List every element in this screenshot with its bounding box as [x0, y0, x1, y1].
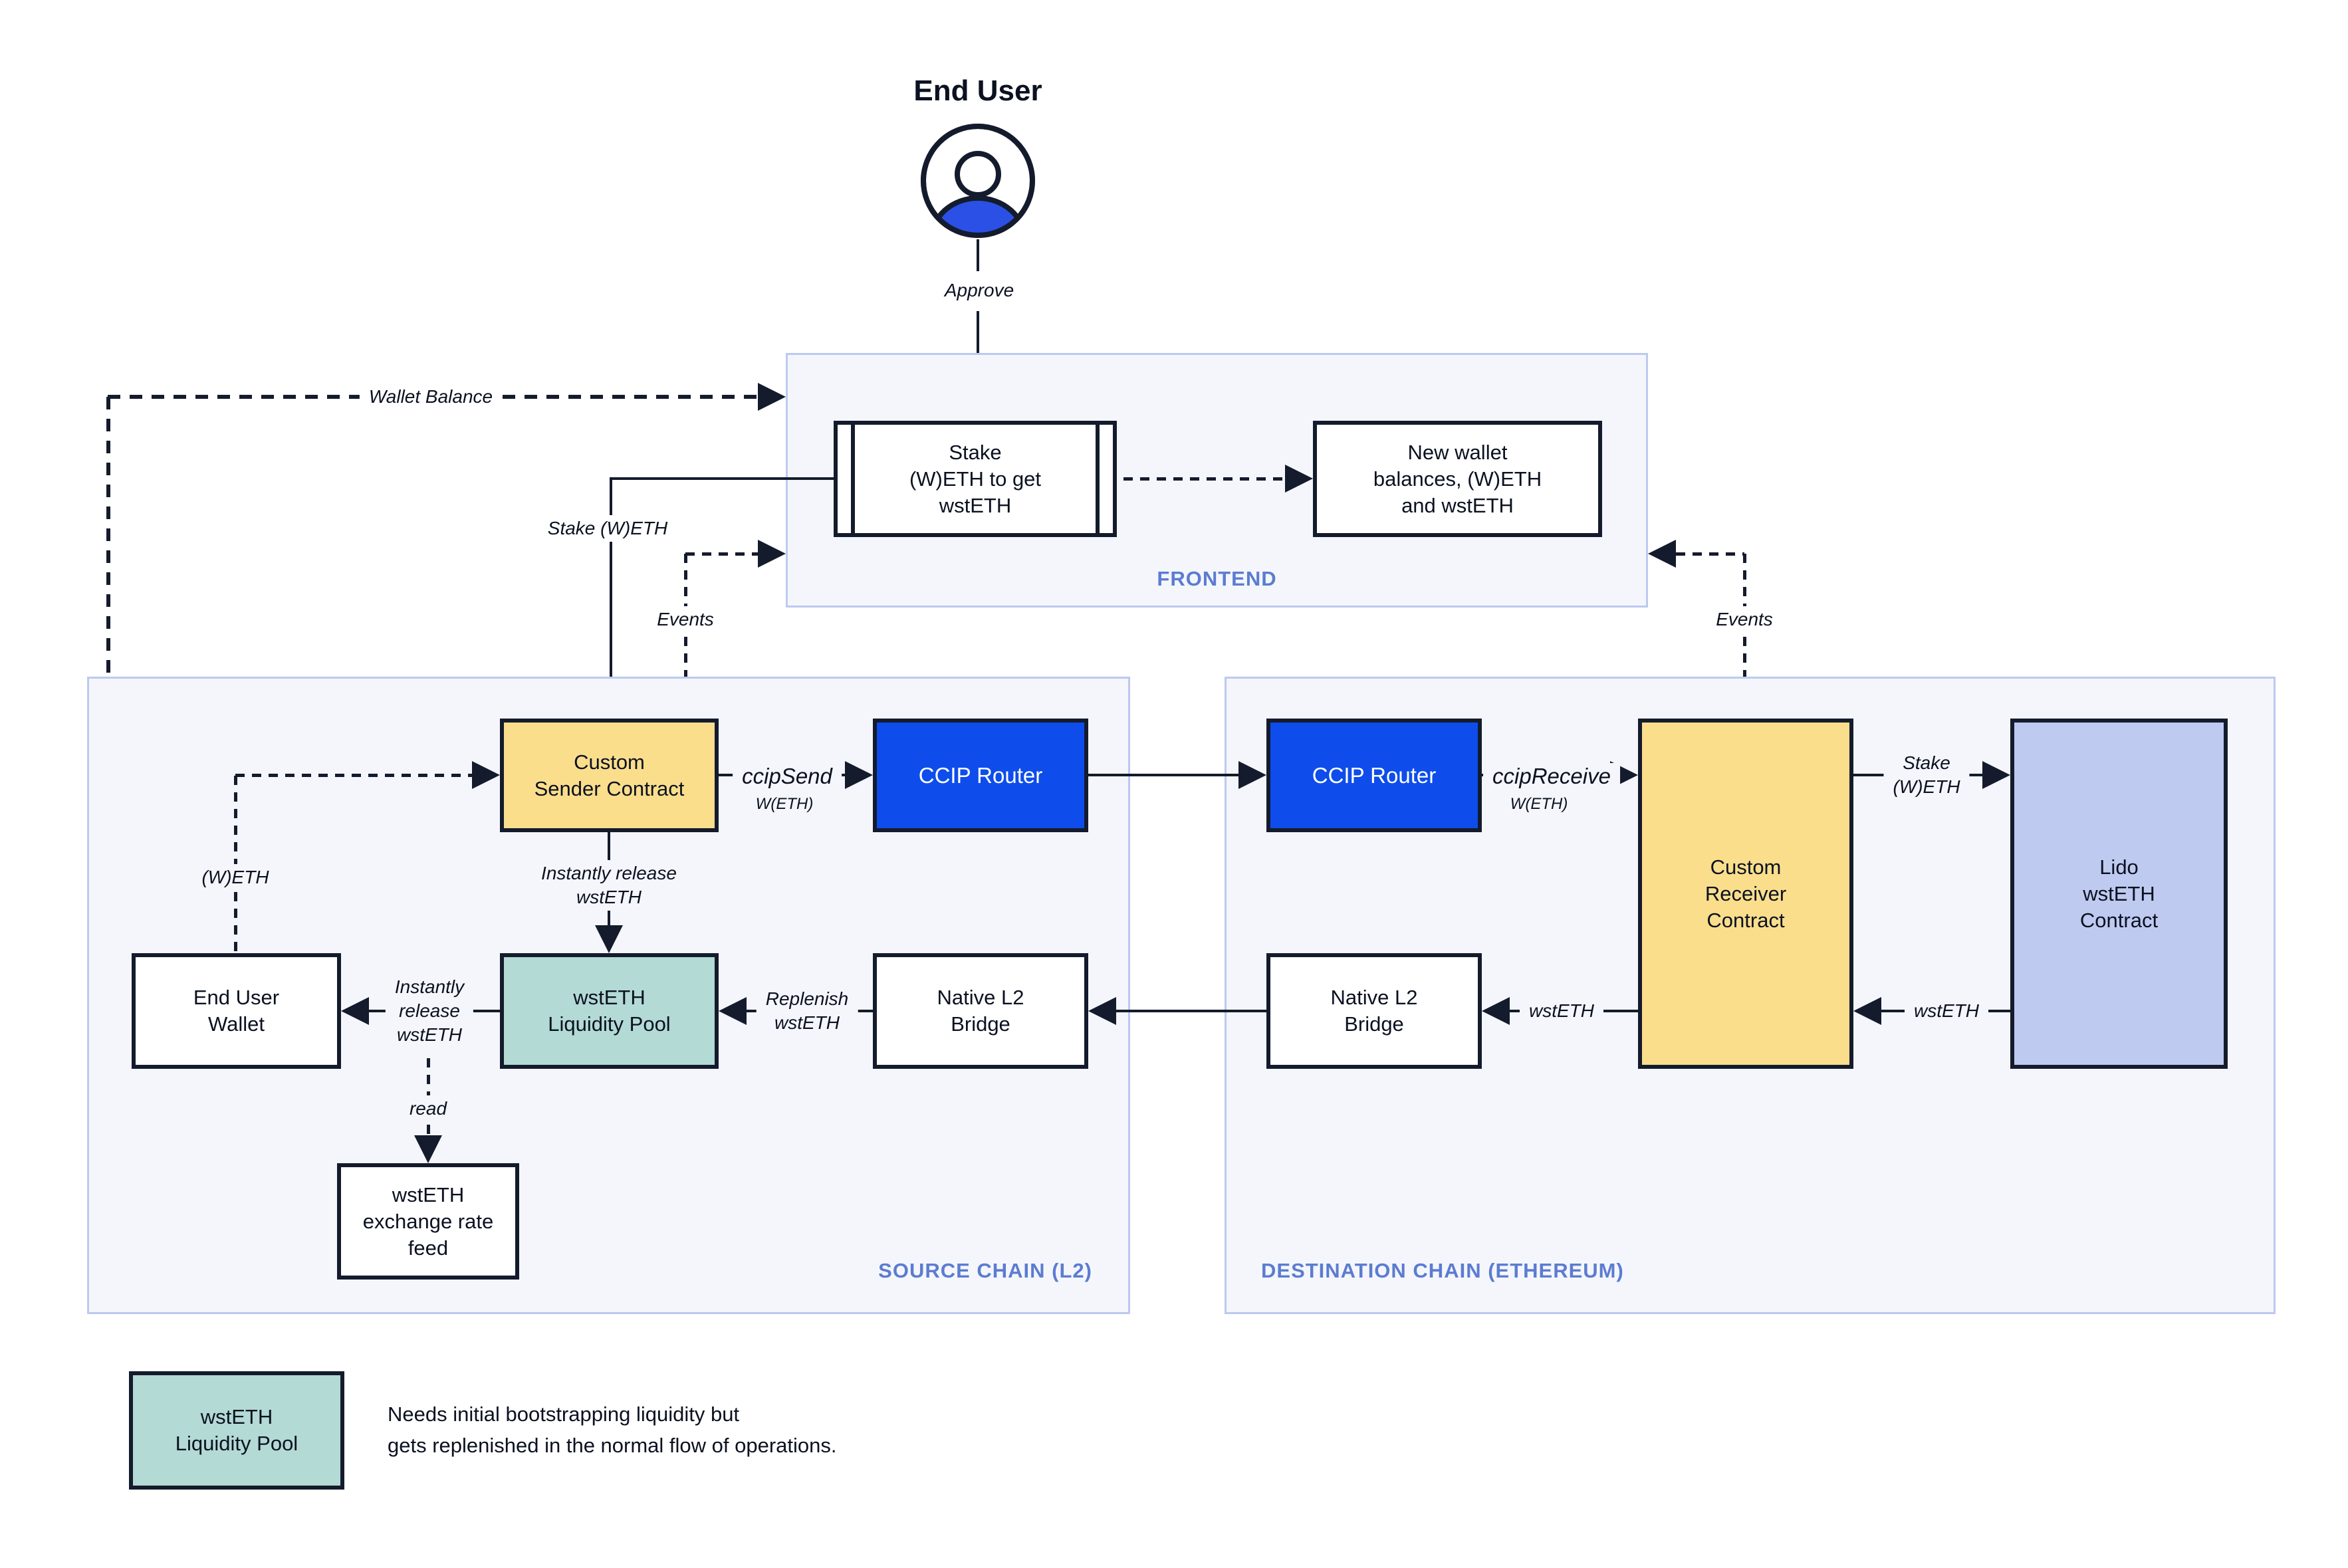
destination-chain-label: DESTINATION CHAIN (ETHEREUM) [1261, 1259, 1624, 1282]
lido-contract-label: Lido wstETH Contract [2079, 855, 2159, 932]
edge-weth-arrowhead [472, 761, 500, 789]
exchange-rate-feed-label: wstETH exchange rate feed [362, 1182, 494, 1260]
native-bridge-source-box: Native L2 Bridge [873, 953, 1088, 1069]
edge-stake-dest-arrowhead [1982, 761, 2010, 789]
ccip-router-source-box: CCIP Router [873, 719, 1088, 832]
ccip-router-source-label: CCIP Router [918, 762, 1043, 788]
edge-lido-to-receiver-arrowhead [1853, 997, 1881, 1025]
liquidity-pool-box: wstETH Liquidity Pool [500, 953, 719, 1069]
edge-events-right-arrowhead [1648, 540, 1676, 568]
edge-replenish-label: Replenish wstETH [756, 986, 858, 1036]
edge-events-right-hdash [1676, 552, 1744, 556]
legend-swatch-label: wstETH Liquidity Pool [175, 1405, 298, 1455]
edge-read-arrowhead [414, 1135, 442, 1163]
edge-instant-release-horizontal-label: Instantly release wstETH [385, 974, 474, 1048]
edge-wallet-balance-arrowhead [758, 383, 786, 411]
edge-ccipreceive-token-label: W(ETH) [1504, 792, 1574, 816]
stake-box-label: Stake (W)ETH to get wstETH [909, 440, 1042, 517]
edge-weth-label: (W)ETH [192, 864, 279, 891]
edge-ccipsend-token-label: W(ETH) [750, 792, 819, 816]
edge-events-right-vdash [1743, 554, 1746, 719]
end-user-wallet-box: End User Wallet [132, 953, 341, 1069]
edge-instant-release-vertical-label: Instantly release wstETH [532, 860, 686, 911]
edge-receiver-to-bridge-arrowhead [1482, 997, 1510, 1025]
edge-router-to-router-line [1088, 774, 1238, 776]
new-wallet-box-label: New wallet balances, (W)ETH and wstETH [1373, 440, 1542, 517]
edge-weth-hdash [235, 774, 472, 777]
edge-instant-release-arrowhead [595, 925, 623, 953]
source-chain-label: SOURCE CHAIN (L2) [878, 1259, 1092, 1282]
edge-stake-to-wallet-dash [1123, 477, 1285, 481]
end-user-title: End User [913, 74, 1042, 107]
edge-stake-to-wallet-arrowhead [1285, 465, 1313, 493]
edge-events-left-vdash [684, 554, 687, 719]
edge-replenish-arrowhead [719, 997, 747, 1025]
custom-sender-label: Custom Sender Contract [534, 750, 685, 800]
native-bridge-source-label: Native L2 Bridge [937, 986, 1024, 1036]
subprocess-bar-right-icon [1096, 425, 1100, 533]
end-user-wallet-label: End User Wallet [193, 986, 280, 1036]
edge-pool-to-wallet-arrowhead [341, 997, 369, 1025]
ccip-router-dest-box: CCIP Router [1266, 719, 1482, 832]
native-bridge-dest-label: Native L2 Bridge [1330, 986, 1418, 1036]
custom-receiver-box: Custom Receiver Contract [1638, 719, 1853, 1069]
edge-events-left-hdash [685, 552, 758, 556]
edge-wsteth-from-lido-label: wstETH [1905, 998, 1988, 1024]
edge-stake-weth-label: Stake (W)ETH [538, 515, 677, 542]
edge-events-left-label: Events [647, 606, 723, 633]
legend-note: Needs initial bootstrapping liquidity bu… [388, 1402, 837, 1457]
stake-box: Stake (W)ETH to get wstETH [834, 421, 1117, 537]
lido-contract-box: Lido wstETH Contract [2010, 719, 2228, 1069]
native-bridge-dest-box: Native L2 Bridge [1266, 953, 1482, 1069]
edge-approve-label: Approve [935, 277, 1024, 304]
edge-router-to-router-arrowhead [1238, 761, 1266, 789]
frontend-label: FRONTEND [1157, 567, 1277, 590]
ccip-router-dest-label: CCIP Router [1312, 762, 1437, 788]
liquidity-pool-label: wstETH Liquidity Pool [548, 986, 671, 1036]
edge-approve-line-top [977, 239, 979, 271]
edge-wallet-balance-label: Wallet Balance [359, 384, 503, 410]
end-user-icon [921, 124, 1035, 238]
edge-wsteth-to-bridge-label: wstETH [1520, 998, 1603, 1024]
subprocess-bar-left-icon [851, 425, 855, 533]
edge-stake-weth-hline [611, 477, 835, 480]
custom-receiver-label: Custom Receiver Contract [1704, 855, 1787, 932]
edge-bridge-to-bridge-line [1116, 1010, 1266, 1012]
edge-bridge-to-bridge-arrowhead [1088, 997, 1116, 1025]
edge-events-left-arrowhead [758, 540, 786, 568]
edge-approve-line-bottom [977, 311, 979, 393]
new-wallet-box: New wallet balances, (W)ETH and wstETH [1313, 421, 1602, 537]
exchange-rate-feed-box: wstETH exchange rate feed [337, 1163, 519, 1280]
edge-stake-weth-vline [610, 477, 612, 691]
custom-sender-box: Custom Sender Contract [500, 719, 719, 832]
edge-read-label: read [400, 1095, 457, 1122]
legend-swatch: wstETH Liquidity Pool [129, 1371, 344, 1490]
edge-events-right-label: Events [1706, 606, 1782, 633]
edge-ccipreceive-label: ccipReceive [1483, 763, 1620, 790]
edge-stake-dest-label: Stake (W)ETH [1883, 750, 1970, 800]
edge-ccipsend-arrowhead [845, 761, 873, 789]
edge-ccipsend-label: ccipSend [733, 763, 842, 790]
